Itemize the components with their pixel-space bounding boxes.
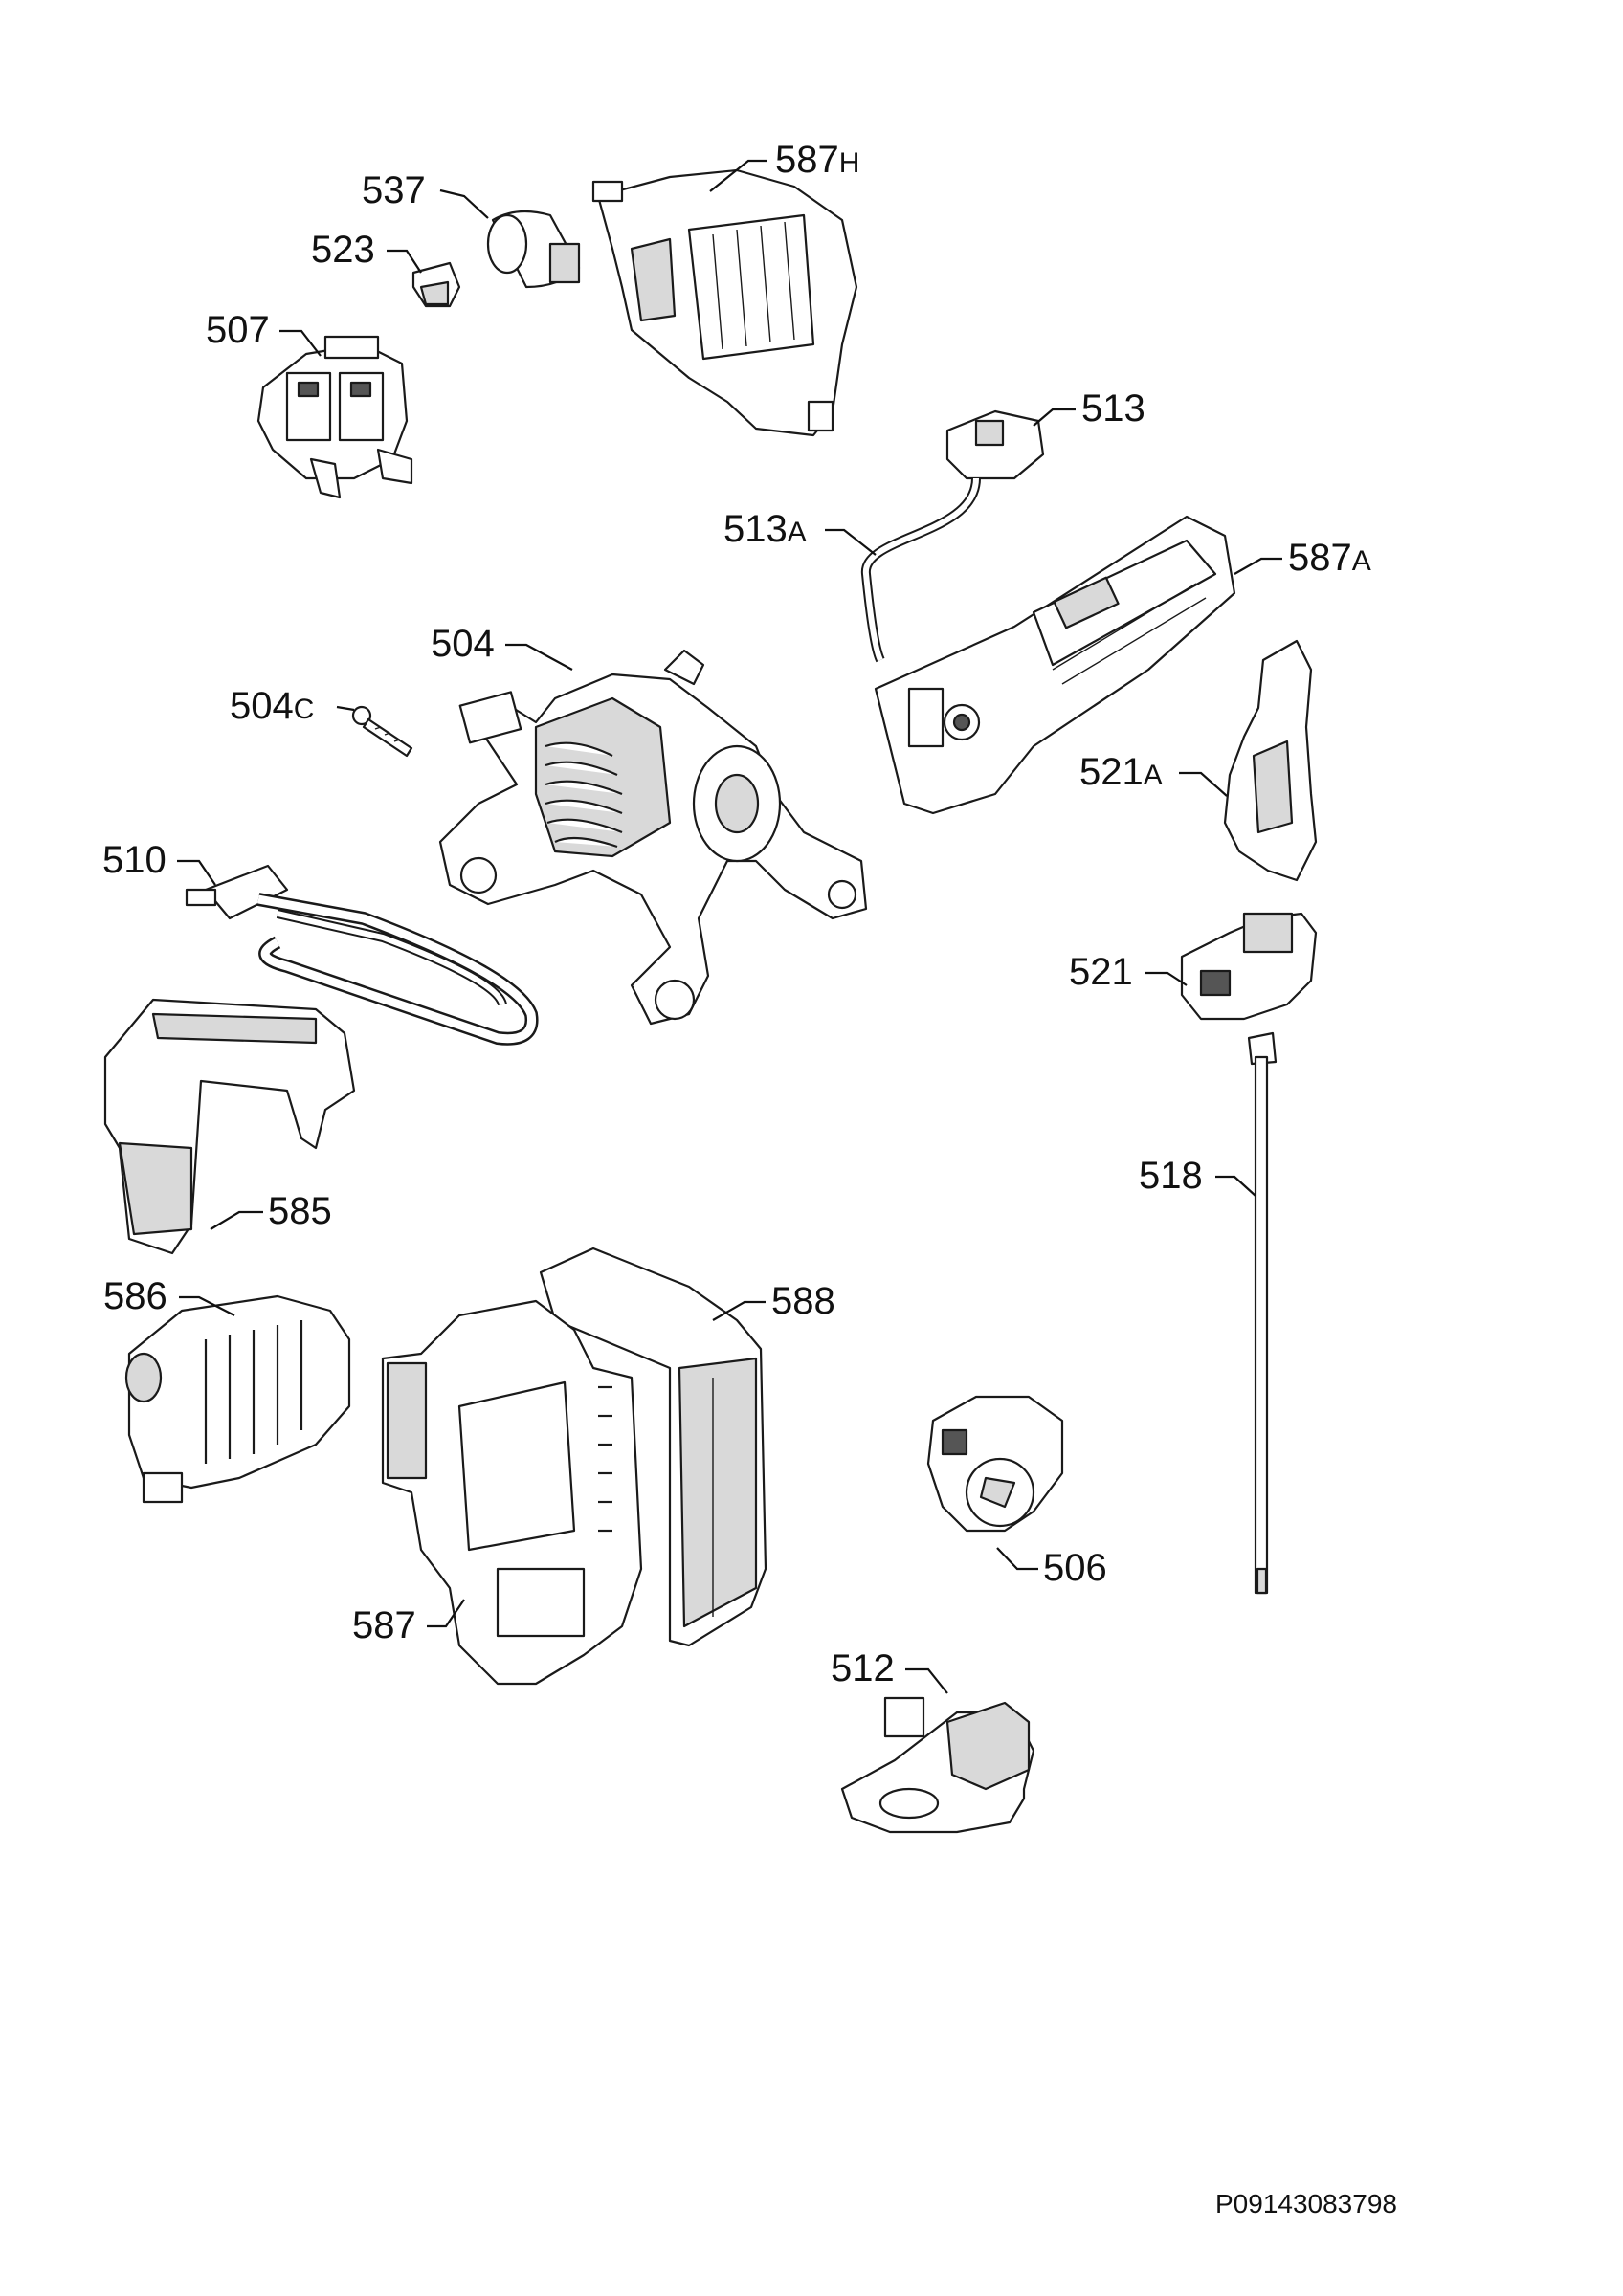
part-504c-bolt [351, 705, 413, 758]
part-506-drain-pump [926, 1395, 1064, 1533]
part-586-module [124, 1294, 351, 1504]
label-585: 585 [268, 1190, 332, 1232]
part-587h-housing [591, 168, 858, 437]
part-587a-control-board [874, 515, 1236, 815]
part-507-inlet-valve [256, 335, 413, 499]
part-518-rod [1247, 1031, 1278, 1595]
callout-labels: 587H 537 523 507 513 513A 587A 504 504C … [102, 139, 1371, 1689]
part-510-heater [185, 864, 539, 1046]
label-513: 513 [1081, 387, 1145, 430]
label-523: 523 [311, 229, 375, 271]
part-521-door-interlock [1180, 912, 1318, 1021]
label-506: 506 [1043, 1547, 1107, 1589]
label-587a: 587A [1288, 537, 1371, 579]
part-523-clip [411, 261, 461, 308]
label-521a: 521A [1079, 751, 1163, 793]
part-513-pressure-switch [861, 409, 1045, 663]
label-504c: 504C [230, 685, 314, 727]
part-504-motor [438, 649, 868, 1026]
label-510: 510 [102, 839, 167, 881]
part-512-pump-base [840, 1696, 1035, 1834]
part-537-capacitor [486, 210, 581, 289]
label-587: 587 [352, 1604, 416, 1646]
part-588-cover [539, 1247, 767, 1647]
label-586: 586 [103, 1275, 167, 1317]
label-518: 518 [1139, 1155, 1203, 1197]
label-537: 537 [362, 169, 426, 211]
label-588: 588 [771, 1280, 835, 1322]
part-521a-bracket [1223, 639, 1318, 882]
label-587h: 587H [775, 139, 859, 181]
part-587-main-housing [381, 1299, 643, 1686]
label-512: 512 [831, 1647, 895, 1689]
label-513a: 513A [723, 508, 807, 550]
reference-code: P09143083798 [1215, 2189, 1397, 2219]
leader-lines [177, 159, 1282, 1694]
label-521: 521 [1069, 951, 1133, 993]
part-585-cover [103, 998, 356, 1255]
label-504: 504 [431, 623, 495, 665]
label-507: 507 [206, 309, 270, 351]
